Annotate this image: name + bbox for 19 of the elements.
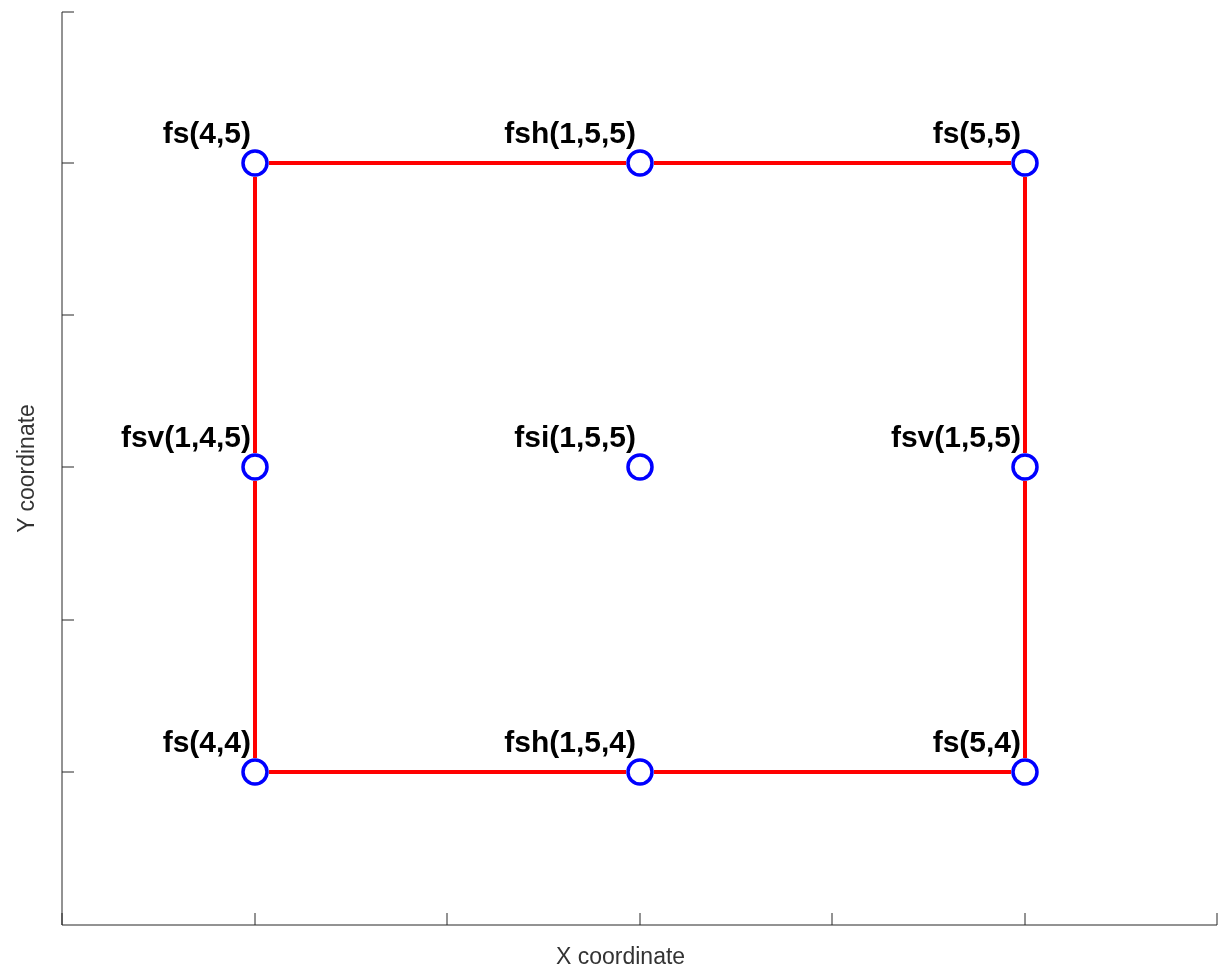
- point-label: fsv(1,4,5): [120, 421, 251, 453]
- point-label: fsh(1,5,4): [504, 726, 636, 758]
- connector-line: [253, 177, 257, 453]
- point-label: fs(4,5): [162, 117, 251, 149]
- connector-line: [654, 770, 1011, 774]
- connector-line: [269, 770, 626, 774]
- axis-label: X coordinate: [556, 943, 686, 970]
- connector-line: [269, 161, 626, 165]
- connector-line: [253, 481, 257, 758]
- point-label: fsh(1,5,5): [504, 117, 636, 149]
- point-label: fsv(1,5,5): [890, 421, 1021, 453]
- point-label: fs(5,4): [932, 726, 1021, 758]
- point-label: fs(4,4): [162, 726, 251, 758]
- connector-line: [654, 161, 1011, 165]
- connector-line: [1023, 481, 1027, 758]
- point-label: fs(5,5): [932, 117, 1021, 149]
- point-label: fsi(1,5,5): [514, 421, 636, 453]
- axis-label: Y coordinate: [12, 404, 40, 533]
- connector-line: [1023, 177, 1027, 453]
